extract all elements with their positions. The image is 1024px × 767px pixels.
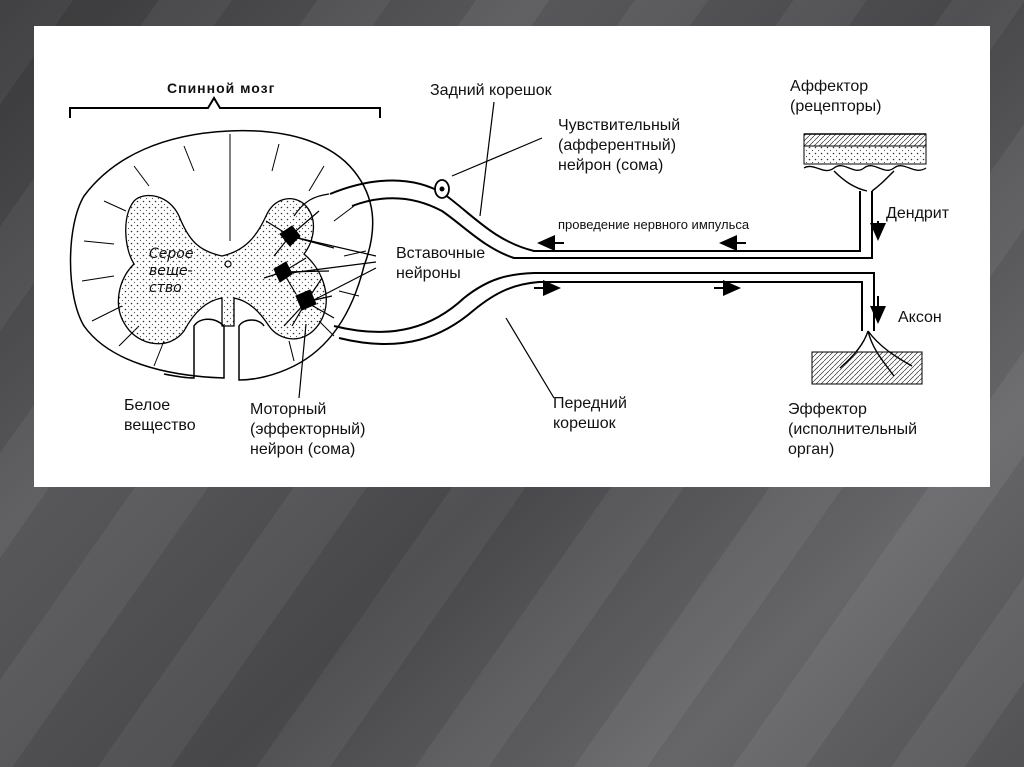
anterior-root-label-line2: корешок: [553, 415, 616, 432]
sensory-neuron-label-line1: Чувствительный: [558, 117, 681, 134]
gray-matter-label-line1: Серое: [149, 246, 194, 262]
reflex-arc-diagram: [69, 96, 927, 399]
white-matter-label-line1: Белое: [124, 397, 171, 414]
white-matter-label: Белое вещество: [124, 396, 196, 436]
interneuron-cells: [263, 193, 335, 327]
motor-neuron-label-line3: нейрон (сома): [250, 441, 356, 458]
afferent-label-line1: Аффектор: [790, 78, 869, 95]
afferent-label: Аффектор (рецепторы): [790, 77, 881, 117]
slide-panel: Спинной мозг Задний корешок Чувствительн…: [34, 26, 990, 487]
spinal-cord-label: Спинной мозг: [167, 80, 276, 96]
white-matter-label-line2: вещество: [124, 417, 196, 434]
impulse-label: проведение нервного импульса: [558, 217, 750, 232]
gray-matter: [117, 194, 327, 345]
spinal-cord-section: [69, 129, 374, 381]
leader-lines: [289, 101, 555, 399]
sensory-neuron-label-line3: нейрон (сома): [558, 157, 664, 174]
effector-label-line1: Эффектор: [788, 401, 867, 418]
interneurons-label-line2: нейроны: [396, 265, 461, 282]
motor-neuron-label: Моторный (эффекторный) нейрон (сома): [250, 400, 365, 460]
spinal-cord-brace: [69, 96, 381, 118]
gray-matter-label: Серое веще- ство: [149, 246, 193, 296]
dendrite-label: Дендрит: [886, 205, 950, 222]
anterior-root-label: Передний корешок: [553, 394, 627, 434]
motor-neuron-label-line1: Моторный: [250, 401, 327, 418]
sensory-neuron-label: Чувствительный (афферентный) нейрон (сом…: [558, 116, 680, 176]
effector-tissue: [811, 330, 923, 385]
sensory-neuron-label-line2: (афферентный): [558, 137, 677, 154]
effector-label-line2: (исполнительный: [788, 421, 918, 438]
axon-label: Аксон: [898, 309, 942, 326]
gray-matter-label-line2: веще-: [149, 262, 193, 279]
interneurons-label: Вставочные нейроны: [396, 244, 485, 284]
posterior-root-label: Задний корешок: [430, 82, 552, 99]
nerve-pathways: [329, 179, 875, 345]
effector-label-line3: орган): [788, 441, 835, 458]
effector-label: Эффектор (исполнительный орган): [788, 400, 917, 460]
anterior-root-label-line1: Передний: [553, 395, 627, 412]
motor-neuron-label-line2: (эффекторный): [250, 421, 366, 438]
afferent-label-line2: (рецепторы): [790, 98, 882, 115]
interneurons-label-line1: Вставочные: [396, 245, 486, 262]
receptor-tissue: [803, 133, 927, 192]
impulse-direction-arrows: [534, 221, 886, 324]
gray-matter-label-line3: ство: [149, 279, 182, 296]
